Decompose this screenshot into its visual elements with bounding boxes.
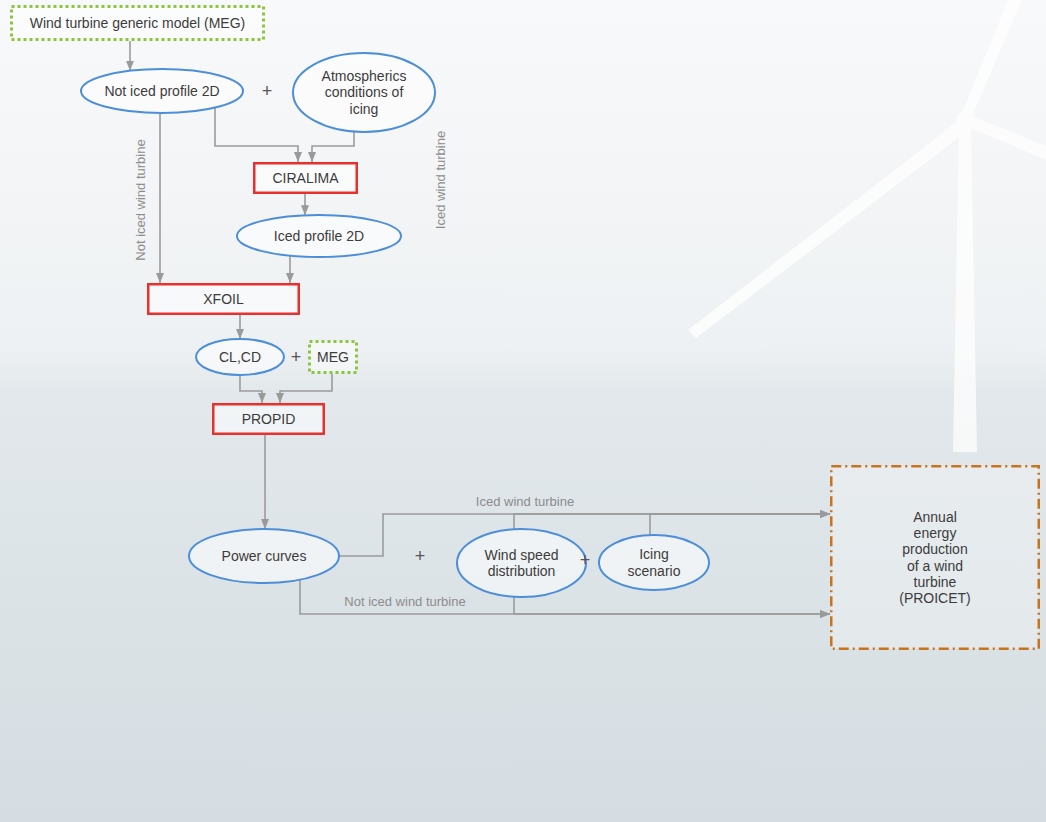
software-box: CIRALIMA (253, 162, 358, 194)
node-label: Not iced profile 2D (104, 83, 219, 99)
ellipse-outline (457, 529, 586, 597)
node-text-block: Icing scenario (617, 546, 692, 578)
data-ellipse: Power curves (188, 528, 340, 584)
node-label: Wind turbine generic model (MEG) (30, 15, 246, 31)
node-label: Atmospherics conditions of icing (314, 68, 414, 116)
model-box: MEG (308, 340, 358, 374)
node-text-block: CIRALIMA (272, 170, 338, 186)
box-outline (148, 284, 299, 314)
flow-arrow (264, 435, 266, 529)
data-ellipse: Atmospherics conditions of icing (292, 52, 436, 133)
flow-arrow (514, 514, 830, 529)
box-outline (831, 466, 1039, 649)
plus-sign: + (291, 347, 302, 368)
node-text-block: PROPID (242, 411, 296, 427)
path-label: Not iced wind turbine (344, 594, 465, 609)
model-box: Wind turbine generic model (MEG) (10, 5, 265, 41)
node-label: Icing scenario (617, 546, 692, 578)
node-label: Iced profile 2D (274, 228, 364, 244)
node-label: XFOIL (203, 291, 243, 307)
data-ellipse: Iced profile 2D (236, 214, 402, 258)
plus-sign: + (262, 81, 273, 102)
path-label: Not iced wind turbine (133, 139, 148, 260)
node-text-block: MEG (317, 349, 349, 365)
ellipse-outline (81, 69, 243, 113)
node-label: Power curves (222, 548, 307, 564)
node-label: CIRALIMA (272, 170, 338, 186)
node-label: Wind speed distribution (477, 547, 567, 579)
node-text-block: Not iced profile 2D (104, 83, 219, 99)
node-text-block: Iced profile 2D (274, 228, 364, 244)
path-label: Iced wind turbine (433, 131, 448, 229)
turbine-hub (956, 111, 974, 129)
flow-arrow (514, 597, 830, 614)
node-label: PROPID (242, 411, 296, 427)
ellipse-outline (237, 215, 401, 257)
node-text-block: Annual energy production of a wind turbi… (895, 509, 975, 606)
path-label: Iced wind turbine (476, 494, 574, 509)
box-outline (254, 163, 357, 193)
box-outline (12, 7, 264, 40)
node-text-block: Power curves (222, 548, 307, 564)
plus-sign: + (580, 550, 591, 571)
node-text-block: CL,CD (219, 349, 261, 365)
flow-arrow (215, 108, 298, 162)
data-ellipse: Icing scenario (598, 534, 710, 591)
flow-arrow (280, 374, 332, 403)
software-box: PROPID (212, 403, 325, 435)
flow-arrow (289, 256, 291, 283)
flow-arrow (650, 514, 830, 535)
node-label: CL,CD (219, 349, 261, 365)
flow-arrow (304, 194, 306, 215)
plus-sign: + (415, 546, 426, 567)
turbine-picture (688, 0, 1046, 452)
box-outline (213, 404, 324, 434)
result-box: Annual energy production of a wind turbi… (830, 465, 1040, 650)
flow-arrow (159, 113, 161, 283)
software-box: XFOIL (147, 283, 300, 315)
flow-arrow (239, 315, 241, 339)
turbine-blade (969, 116, 1046, 160)
flow-arrow (312, 132, 354, 162)
flow-arrow (240, 375, 262, 403)
turbine-tower (953, 126, 977, 452)
node-text-block: XFOIL (203, 291, 243, 307)
turbine-blade (688, 121, 970, 338)
ellipse-outline (293, 53, 435, 132)
node-text-block: Wind speed distribution (477, 547, 567, 579)
ellipse-outline (599, 535, 709, 590)
data-ellipse: CL,CD (195, 338, 285, 376)
flow-arrow (129, 41, 131, 71)
ellipse-outline (189, 529, 339, 583)
node-text-block: Atmospherics conditions of icing (314, 68, 414, 116)
node-text-block: Wind turbine generic model (MEG) (30, 15, 246, 31)
box-outline (310, 342, 357, 373)
data-ellipse: Wind speed distribution (456, 528, 587, 598)
node-label: Annual energy production of a wind turbi… (895, 509, 975, 606)
turbine-blade (962, 0, 1022, 116)
data-ellipse: Not iced profile 2D (80, 68, 244, 114)
node-label: MEG (317, 349, 349, 365)
ellipse-outline (196, 339, 284, 375)
